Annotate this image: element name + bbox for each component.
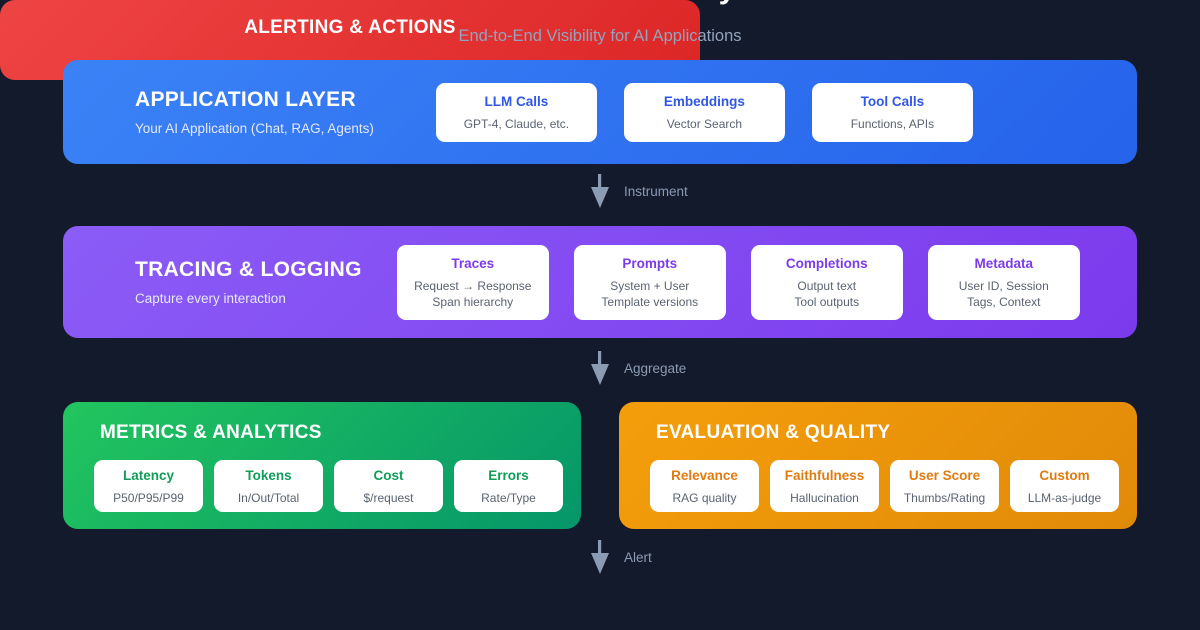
card-subtitle: LLM-as-judge xyxy=(1027,490,1102,505)
card-completions[interactable]: Completions Output text Tool outputs xyxy=(750,244,903,320)
card-subtitle-line2: Tags, Context xyxy=(967,294,1041,309)
card-subtitle-line1: Output text xyxy=(797,278,857,293)
connector-label: Aggregate xyxy=(624,360,687,376)
card-subtitle-line2: Tool outputs xyxy=(794,294,860,309)
card-subtitle: Rate/Type xyxy=(481,490,536,505)
tracing-layer-cards: Traces Request → Response Span hierarchy… xyxy=(396,244,1080,320)
application-layer-headings: APPLICATION LAYER Your AI Application (C… xyxy=(63,88,374,136)
arrow-down-icon xyxy=(591,540,609,574)
card-title: Completions xyxy=(785,255,868,271)
card-subtitle: Hallucination xyxy=(790,490,859,505)
card-title: Latency xyxy=(122,467,175,483)
tracing-layer-headings: TRACING & LOGGING Capture every interact… xyxy=(63,258,362,306)
card-subtitle: Thumbs/Rating xyxy=(903,490,986,505)
application-layer-subtitle: Your AI Application (Chat, RAG, Agents) xyxy=(135,121,374,136)
application-layer-title: APPLICATION LAYER xyxy=(135,88,356,111)
card-subtitle: In/Out/Total xyxy=(237,490,300,505)
card-subtitle-line1: System + User xyxy=(610,278,690,293)
page-subtitle: End-to-End Visibility for AI Application… xyxy=(458,27,742,45)
card-title: Prompts xyxy=(622,255,678,271)
card-title: Faithfulness xyxy=(784,467,865,483)
card-subtitle: RAG quality xyxy=(672,490,737,505)
card-relevance[interactable]: Relevance RAG quality xyxy=(650,460,759,512)
card-subtitle: Vector Search xyxy=(666,116,743,131)
metrics-layer-cards: Latency P50/P95/P99 Tokens In/Out/Total … xyxy=(63,444,581,512)
application-layer-panel[interactable]: APPLICATION LAYER Your AI Application (C… xyxy=(63,60,1137,164)
card-llm-calls[interactable]: LLM Calls GPT-4, Claude, etc. xyxy=(435,82,597,142)
header: LLM Observability End-to-End Visibility … xyxy=(0,0,1200,47)
connector-aggregate: Aggregate xyxy=(587,351,686,385)
card-title: Tool Calls xyxy=(860,93,925,109)
card-title: User Score xyxy=(908,467,981,483)
card-title: Cost xyxy=(373,467,404,483)
connector-label: Instrument xyxy=(624,183,688,199)
card-subtitle-line1: Request → Response xyxy=(414,278,532,293)
card-latency[interactable]: Latency P50/P95/P99 xyxy=(94,460,203,512)
arrow-down-icon xyxy=(591,174,609,208)
card-errors[interactable]: Errors Rate/Type xyxy=(454,460,563,512)
card-cost[interactable]: Cost $/request xyxy=(334,460,443,512)
tracing-layer-title: TRACING & LOGGING xyxy=(135,258,362,281)
card-subtitle-line2: Template versions xyxy=(601,294,699,309)
card-subtitle-line1: User ID, Session xyxy=(958,278,1049,293)
application-layer-cards: LLM Calls GPT-4, Claude, etc. Embeddings… xyxy=(435,82,973,142)
card-tokens[interactable]: Tokens In/Out/Total xyxy=(214,460,323,512)
connector-instrument: Instrument xyxy=(587,174,688,208)
card-title: Metadata xyxy=(974,255,1034,271)
card-subtitle: GPT-4, Claude, etc. xyxy=(463,116,570,131)
tracing-layer-panel[interactable]: TRACING & LOGGING Capture every interact… xyxy=(63,226,1137,338)
card-title: Relevance xyxy=(671,467,738,483)
card-title: Custom xyxy=(1039,467,1090,483)
arrow-down-icon xyxy=(591,351,609,385)
page-title: LLM Observability xyxy=(0,0,1200,8)
card-traces[interactable]: Traces Request → Response Span hierarchy xyxy=(396,244,549,320)
connector-alert: Alert xyxy=(587,540,652,574)
tracing-layer-subtitle: Capture every interaction xyxy=(135,291,286,306)
card-title: Embeddings xyxy=(663,93,745,109)
connector-label: Alert xyxy=(624,549,652,565)
card-title: Errors xyxy=(488,467,529,483)
card-embeddings[interactable]: Embeddings Vector Search xyxy=(623,82,785,142)
card-subtitle-line2: Span hierarchy xyxy=(432,294,514,309)
metrics-layer-panel[interactable]: METRICS & ANALYTICS Latency P50/P95/P99 … xyxy=(63,402,581,529)
card-custom[interactable]: Custom LLM-as-judge xyxy=(1010,460,1119,512)
card-title: Tokens xyxy=(245,467,292,483)
evaluation-layer-title: EVALUATION & QUALITY xyxy=(656,422,891,443)
evaluation-layer-panel[interactable]: EVALUATION & QUALITY Relevance RAG quali… xyxy=(619,402,1137,529)
card-user-score[interactable]: User Score Thumbs/Rating xyxy=(890,460,999,512)
metrics-layer-title: METRICS & ANALYTICS xyxy=(100,422,322,443)
card-title: Traces xyxy=(451,255,495,271)
alerting-layer-title: ALERTING & ACTIONS xyxy=(244,17,456,38)
card-subtitle: P50/P95/P99 xyxy=(113,490,184,505)
card-tool-calls[interactable]: Tool Calls Functions, APIs xyxy=(811,82,973,142)
card-title: LLM Calls xyxy=(484,93,549,109)
card-subtitle: Functions, APIs xyxy=(850,116,935,131)
card-faithfulness[interactable]: Faithfulness Hallucination xyxy=(770,460,879,512)
card-subtitle: $/request xyxy=(363,490,414,505)
card-prompts[interactable]: Prompts System + User Template versions xyxy=(573,244,726,320)
evaluation-layer-cards: Relevance RAG quality Faithfulness Hallu… xyxy=(619,444,1137,512)
card-metadata[interactable]: Metadata User ID, Session Tags, Context xyxy=(927,244,1080,320)
